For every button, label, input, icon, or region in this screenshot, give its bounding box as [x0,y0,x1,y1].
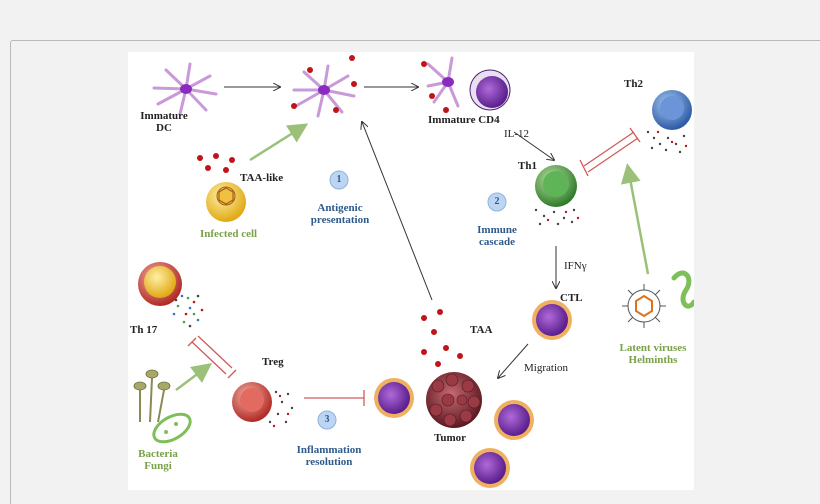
step-1-number: 1 [336,174,342,185]
th17-treg-inhibition [187,335,237,379]
th2-cell-icon [646,90,692,154]
arrow-cd4-to-th1 [513,131,554,160]
th17-label: Th 17 [130,324,158,336]
treg-tumor-inhibition [304,390,365,406]
ctl-cell-icon [532,300,572,340]
helminth-icon [671,270,694,309]
latent-label-line2: Helminths [628,354,678,366]
green-arrow-latent-to-th2 [620,163,650,275]
immune-cascade-line1: Immune [477,224,517,236]
step-1-badge [329,170,349,190]
taa-antigens [421,309,463,367]
ctl-cells-around-tumor [374,378,534,488]
treg-cell-icon [232,382,294,428]
immature-dc-label-line2: DC [156,122,172,134]
ifng-label: IFNγ [564,260,587,272]
il12-label: IL-12 [504,128,530,140]
inflammation-line1: Inflammation [296,444,362,456]
immature-dc-icon [152,62,218,116]
tumor-label: Tumor [434,432,466,444]
th17-cell-icon [138,262,204,328]
immature-cd4-label: Immature CD4 [428,114,500,126]
antigen-loaded-dc-icon [291,55,357,118]
infected-cell-icon [206,182,246,222]
latent-label-line1: Latent viruses [619,342,687,354]
infected-cell-label: Infected cell [200,228,258,240]
fungi-icon [133,369,171,423]
immune-cascade-line2: cascade [478,236,516,248]
th1-cell-icon [534,165,580,226]
green-arrow-taa-to-dc [249,123,309,162]
taa-like-antigens [197,153,235,173]
inflammation-line2: resolution [305,456,353,468]
bacteria-icon [152,412,192,444]
step-2-badge [487,192,507,212]
step-3-number: 3 [324,414,330,425]
arrow-ctl-migration [498,343,529,378]
antigenic-presentation-line1: Antigenic [317,202,363,214]
taa-label: TAA [470,324,493,336]
bacteria-fungi-line2: Fungi [144,460,172,472]
green-arrow-bacteria-to-treg [175,363,212,391]
antigenic-presentation-line2: presentation [310,214,370,226]
dc-cd4-contact-icon [421,56,511,113]
th2-label: Th2 [624,78,643,90]
step-2-number: 2 [494,196,500,207]
immature-dc-label-line1: Immature [140,110,188,122]
taa-like-label: TAA-like [240,172,284,184]
diagram-canvas [133,55,694,488]
bacteria-fungi-line1: Bacteria [138,448,178,460]
latent-virus-icon [622,284,666,328]
migration-label: Migration [524,362,568,374]
th1-th2-inhibition [579,127,641,177]
ctl-label: CTL [560,292,583,304]
arrow-tumor-to-dc [362,122,433,301]
th1-label: Th1 [518,160,537,172]
treg-label: Treg [262,356,284,368]
tumor-icon [426,372,482,428]
step-3-badge [317,410,337,430]
